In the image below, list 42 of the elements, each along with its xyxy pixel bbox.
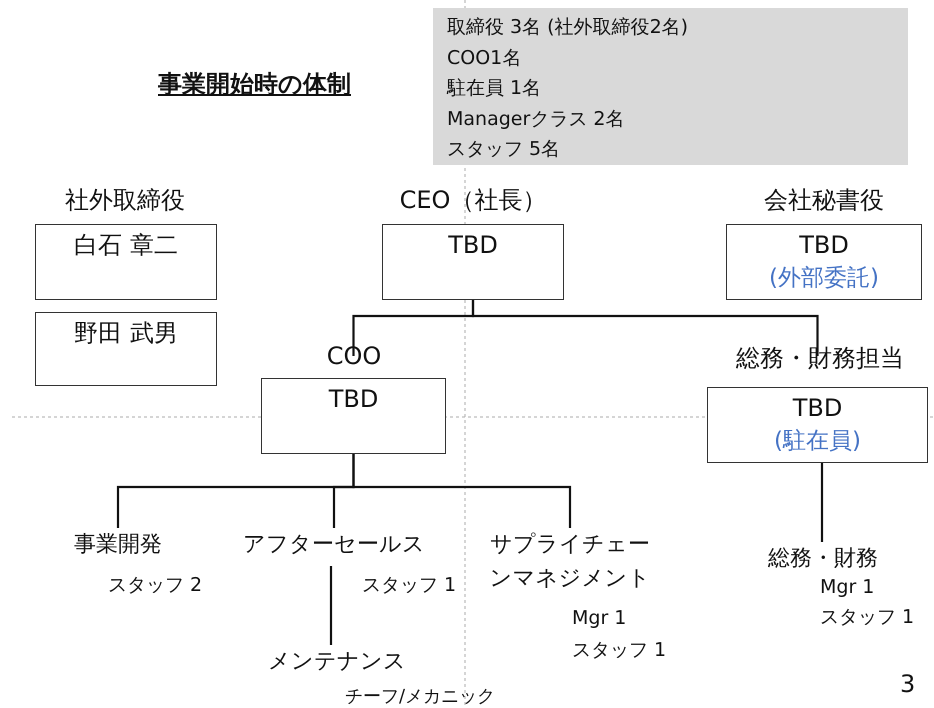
department-label: 事業開発 [48,528,188,562]
position-name: 白石 章二 [73,230,179,261]
connector-line [330,566,332,645]
staff-count: Mgr 1 [572,607,626,629]
connector-line [352,454,572,528]
position-box [35,312,217,386]
staff-count: スタッフ 2 [108,573,202,598]
staff-count: スタッフ 1 [572,638,666,663]
slide-title: 事業開始時の体制 [158,69,351,100]
role-heading: COO [326,342,382,370]
position-name: TBD [447,230,499,261]
role-heading: CEO（社長） [398,185,548,216]
position-name: TBD [792,393,844,424]
staff-count: Mgr 1 [820,576,874,598]
summary-line: スタッフ 5名 [447,137,562,162]
department-label: 総務・財務 [748,542,898,576]
position-name: TBD [328,384,380,415]
summary-line: Managerクラス 2名 [447,106,626,132]
position-name: 野田 武男 [73,318,179,349]
affiliation-note: (外部委託) [768,264,880,293]
summary-line: 取締役 3名 (社外取締役2名) [447,15,690,40]
position-name: TBD [798,230,850,261]
summary-line: COO1名 [447,46,522,70]
connector-line [820,463,824,542]
summary-line: 駐在員 1名 [447,76,542,101]
position-box [261,378,446,454]
department-label: メンテナンス [262,645,412,679]
staff-count: スタッフ 1 [820,605,914,630]
department-label: アフターセールス [232,528,436,562]
summary-panel [433,8,908,165]
position-box [35,224,217,300]
page-number: 3 [900,670,916,698]
staff-count: スタッフ 1 [362,573,456,598]
role-heading: 社外取締役 [64,185,186,216]
department-label: サプライチェーンマネジメント [480,528,660,596]
position-box [726,224,922,300]
staff-count: チーフ/メカニック [345,685,496,708]
affiliation-note: (駐在員) [773,427,862,456]
connector-line [472,300,819,356]
position-box [707,387,928,463]
position-box [382,224,564,300]
role-heading: 会社秘書役 [763,185,885,216]
